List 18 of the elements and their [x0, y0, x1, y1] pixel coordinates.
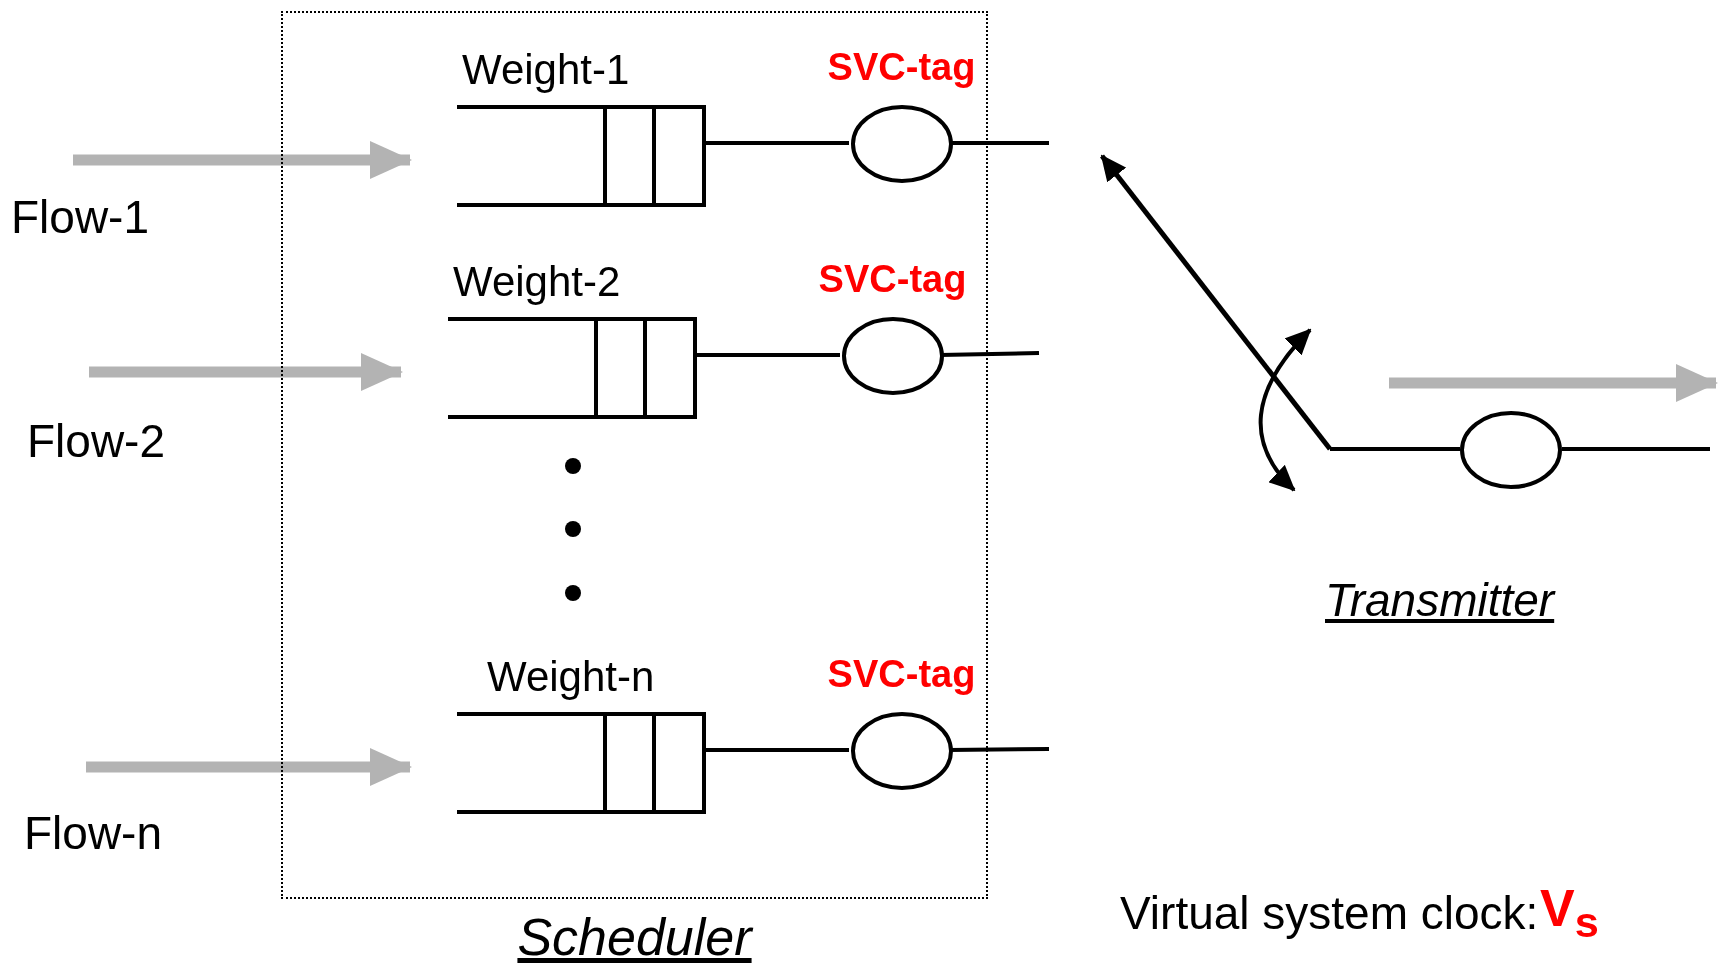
- tag-label: SVC-tag: [817, 259, 968, 301]
- connector-line: [1330, 447, 1460, 451]
- component-title: Transmitter: [1325, 575, 1555, 626]
- flow-arrow: [86, 748, 412, 786]
- flow-arrow: [89, 353, 403, 391]
- clock-label: Virtual system clock:: [1120, 888, 1539, 939]
- flow-label: Flow-1: [11, 192, 150, 243]
- group-title: Scheduler: [516, 909, 755, 967]
- flow-label: Flow-n: [24, 808, 163, 859]
- tag-label: SVC-tag: [826, 654, 977, 696]
- connector-line: [1562, 447, 1710, 451]
- weight-label: Weight-1: [462, 47, 630, 94]
- weight-label: Weight-2: [453, 259, 621, 306]
- weight-label: Weight-n: [487, 654, 655, 701]
- flow-arrow: [73, 141, 412, 179]
- tag-label: SVC-tag: [826, 47, 977, 89]
- clock-symbol: V$_{s}$: [1540, 880, 1599, 948]
- flow-label: Flow-2: [27, 416, 166, 467]
